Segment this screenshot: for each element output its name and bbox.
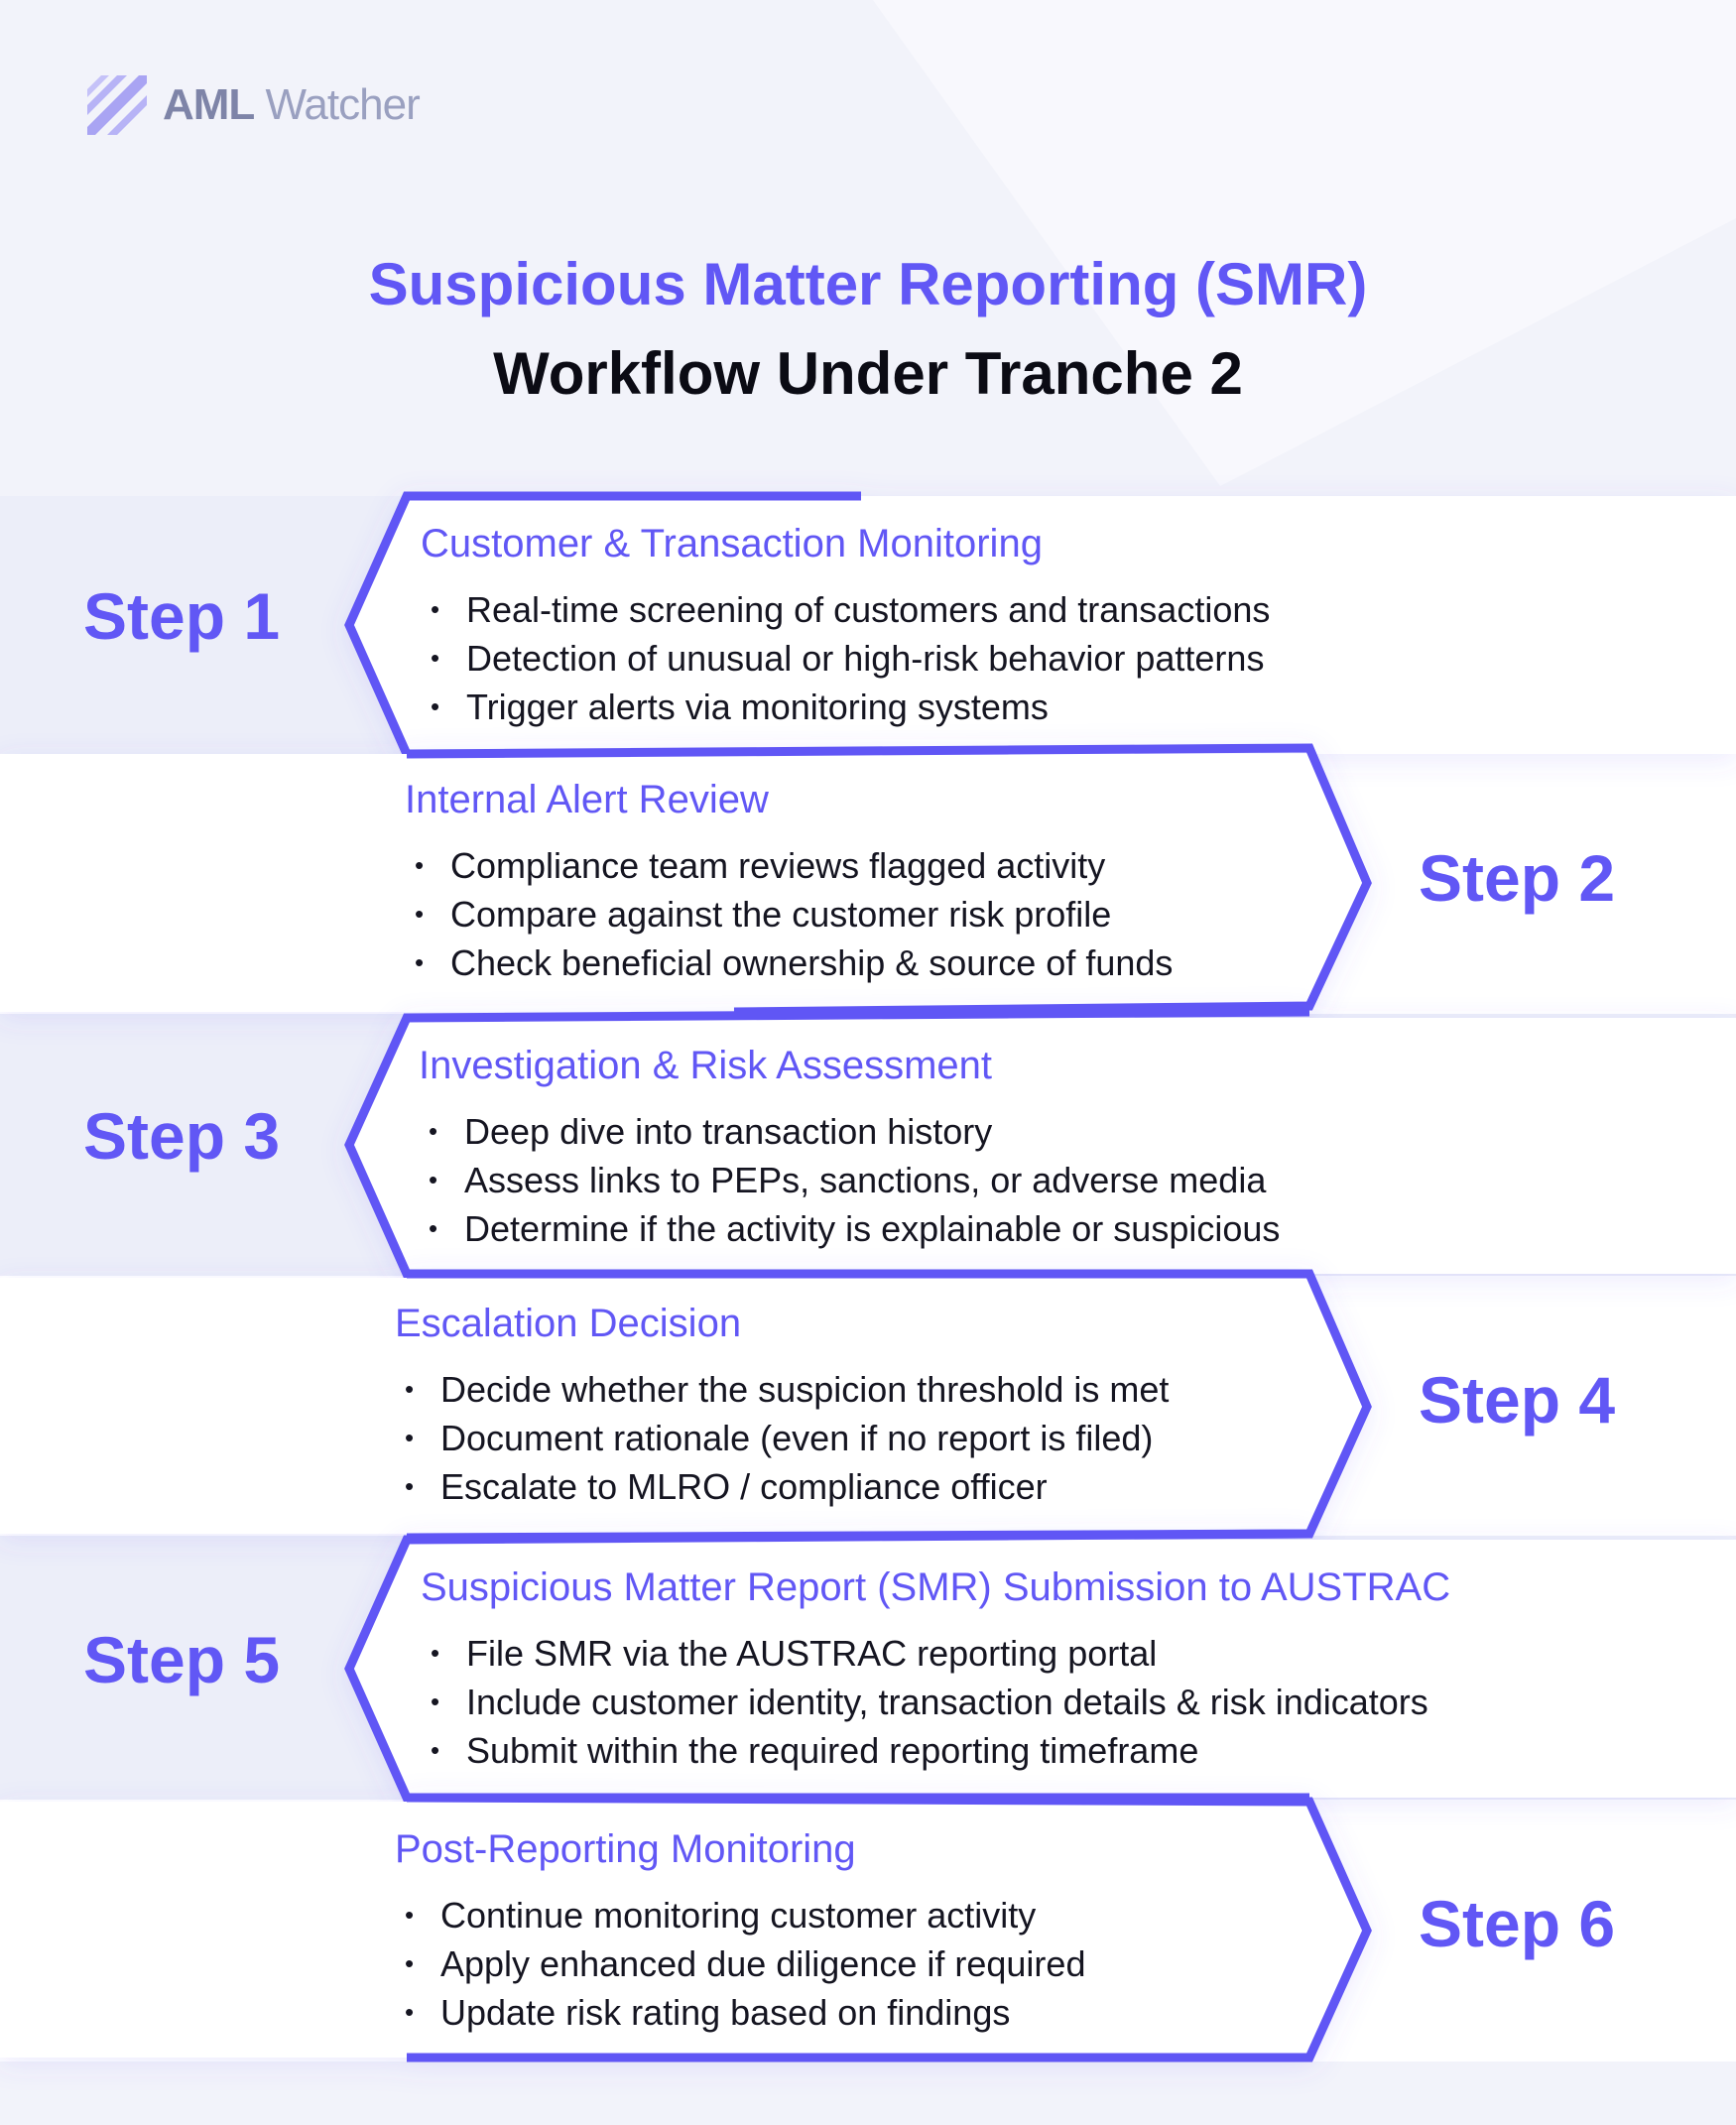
step-3-label: Step 3 — [83, 1099, 281, 1173]
bullet-item: Compliance team reviews flagged activity — [415, 841, 1173, 890]
bullet-item: Real-time screening of customers and tra… — [431, 585, 1270, 634]
bullet-item: Submit within the required reporting tim… — [431, 1726, 1428, 1775]
bullet-item: Compare against the customer risk profil… — [415, 890, 1173, 938]
step-1-title: Customer & Transaction Monitoring — [421, 522, 1043, 565]
bullet-item: Determine if the activity is explainable… — [429, 1204, 1280, 1253]
bullet-item: Detection of unusual or high-risk behavi… — [431, 634, 1270, 683]
step-4-bullets: Decide whether the suspicion threshold i… — [405, 1365, 1169, 1511]
step-6-bullets: Continue monitoring customer activity Ap… — [405, 1891, 1085, 2037]
bullet-item: Document rationale (even if no report is… — [405, 1414, 1169, 1462]
bullet-item: Apply enhanced due diligence if required — [405, 1939, 1085, 1988]
step-1-label: Step 1 — [83, 579, 281, 653]
step-4-title: Escalation Decision — [395, 1302, 742, 1345]
bullet-item: Decide whether the suspicion threshold i… — [405, 1365, 1169, 1414]
page-subtitle: Workflow Under Tranche 2 — [493, 340, 1243, 407]
bullet-item: Update risk rating based on findings — [405, 1988, 1085, 2037]
brand-name-light: Watcher — [254, 80, 421, 129]
step-4-label: Step 4 — [1419, 1363, 1616, 1437]
bullet-item: Escalate to MLRO / compliance officer — [405, 1462, 1169, 1511]
brand-name: AML Watcher — [163, 80, 421, 130]
bullet-item: Continue monitoring customer activity — [405, 1891, 1085, 1939]
diagonal-stripes-icon — [87, 75, 147, 135]
step-5-bullets: File SMR via the AUSTRAC reporting porta… — [431, 1629, 1428, 1775]
step-5-label: Step 5 — [83, 1623, 281, 1696]
step-3-title: Investigation & Risk Assessment — [419, 1044, 993, 1087]
brand-logo: AML Watcher — [87, 73, 421, 137]
page-title: Suspicious Matter Reporting (SMR) — [368, 251, 1368, 317]
bullet-item: Trigger alerts via monitoring systems — [431, 683, 1270, 731]
brand-name-bold: AML — [163, 80, 255, 129]
bullet-item: Check beneficial ownership & source of f… — [415, 938, 1173, 987]
step-6-title: Post-Reporting Monitoring — [395, 1827, 856, 1871]
bullet-item: Deep dive into transaction history — [429, 1107, 1280, 1156]
step-6-label: Step 6 — [1419, 1887, 1616, 1960]
step-5-title: Suspicious Matter Report (SMR) Submissio… — [421, 1565, 1451, 1609]
bullet-item: Assess links to PEPs, sanctions, or adve… — [429, 1156, 1280, 1204]
step-2-bullets: Compliance team reviews flagged activity… — [415, 841, 1173, 987]
step-2-label: Step 2 — [1419, 841, 1616, 915]
bullet-item: File SMR via the AUSTRAC reporting porta… — [431, 1629, 1428, 1678]
bullet-item: Include customer identity, transaction d… — [431, 1678, 1428, 1726]
step-2-title: Internal Alert Review — [405, 778, 769, 821]
step-3-bullets: Deep dive into transaction history Asses… — [429, 1107, 1280, 1253]
step-1-bullets: Real-time screening of customers and tra… — [431, 585, 1270, 731]
